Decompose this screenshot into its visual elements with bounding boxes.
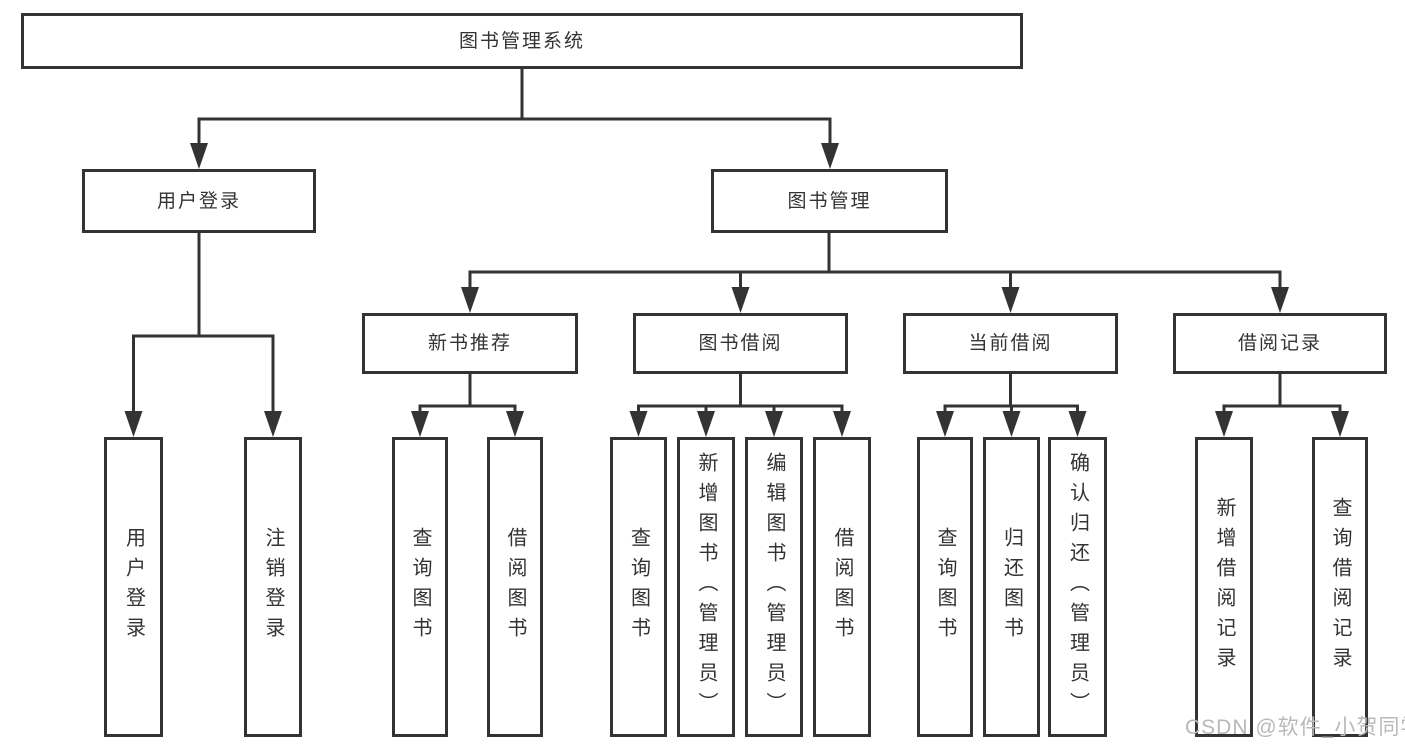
leaf-borrow-books: 借阅图书: [813, 437, 871, 737]
leaf-label: 确认归还（管理员）: [1066, 452, 1089, 722]
leaf-label: 借阅图书: [831, 527, 853, 647]
node-current-borrowing: 当前借阅: [903, 313, 1118, 374]
node-label: 新书推荐: [427, 333, 512, 354]
leaf-borrow-books-recommend: 借阅图书: [487, 437, 543, 737]
leaf-label: 借阅图书: [504, 527, 526, 647]
leaf-logout-login: 注销登录: [244, 437, 302, 737]
leaf-label: 查询图书: [934, 527, 956, 647]
leaf-label: 查询图书: [409, 527, 431, 647]
node-label: 图书管理系统: [458, 30, 585, 52]
leaf-label: 用户登录: [122, 527, 145, 647]
node-new-book-recommendation: 新书推荐: [362, 313, 578, 374]
leaf-add-borrow-record: 新增借阅记录: [1195, 437, 1253, 737]
node-book-borrowing: 图书借阅: [633, 313, 848, 374]
leaf-return-books: 归还图书: [983, 437, 1040, 737]
node-label: 图书管理: [787, 190, 872, 212]
node-label: 用户登录: [156, 190, 241, 212]
leaf-edit-books-admin: 编辑图书（管理员）: [745, 437, 803, 737]
leaf-query-borrow-record: 查询借阅记录: [1312, 437, 1368, 737]
node-library-management-system: 图书管理系统: [21, 13, 1023, 69]
leaf-label: 新增图书（管理员）: [695, 452, 717, 722]
leaf-label: 新增借阅记录: [1213, 497, 1235, 677]
leaf-add-books-admin: 新增图书（管理员）: [677, 437, 735, 737]
node-label: 图书借阅: [698, 333, 783, 354]
node-label: 借阅记录: [1237, 333, 1322, 354]
leaf-query-books-current: 查询图书: [917, 437, 973, 737]
node-label: 当前借阅: [968, 333, 1053, 354]
node-book-management: 图书管理: [711, 169, 948, 233]
leaf-label: 查询借阅记录: [1329, 497, 1351, 677]
leaf-user-login: 用户登录: [104, 437, 163, 737]
node-borrowing-records: 借阅记录: [1173, 313, 1387, 374]
leaf-label: 注销登录: [262, 527, 284, 647]
leaf-query-books-recommend: 查询图书: [392, 437, 448, 737]
node-user-login: 用户登录: [82, 169, 316, 233]
leaf-query-books-borrow: 查询图书: [610, 437, 667, 737]
csdn-watermark: CSDN @软件_小贺同学: [1185, 716, 1405, 739]
leaf-confirm-return-admin: 确认归还（管理员）: [1048, 437, 1107, 737]
leaf-label: 查询图书: [627, 527, 650, 647]
leaf-label: 编辑图书（管理员）: [763, 452, 785, 722]
leaf-label: 归还图书: [1000, 527, 1023, 647]
